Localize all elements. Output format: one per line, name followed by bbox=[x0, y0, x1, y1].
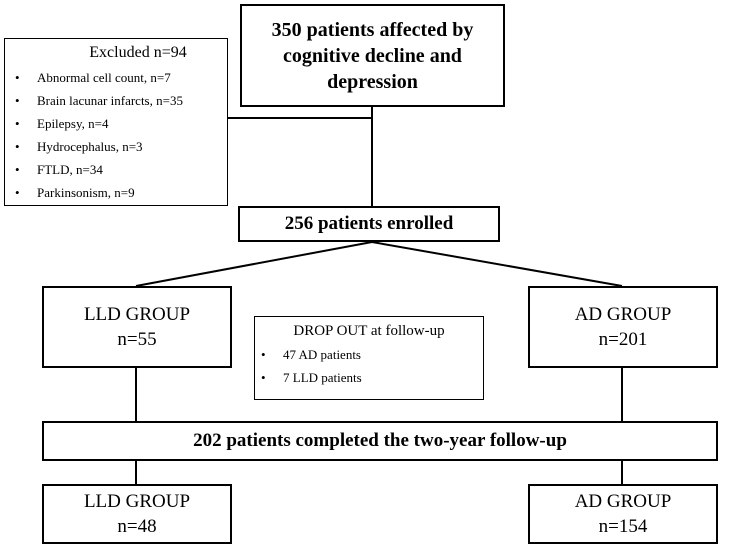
ad-followup-count: n=154 bbox=[598, 516, 648, 537]
excluded-item: FTLD, n=34 bbox=[15, 158, 221, 181]
lld-baseline-name: LLD GROUP bbox=[83, 304, 191, 325]
lld-followup-count: n=48 bbox=[117, 516, 157, 537]
lld-baseline-count: n=55 bbox=[117, 329, 157, 350]
ad-baseline-count: n=201 bbox=[598, 329, 648, 350]
ad-baseline-name: AD GROUP bbox=[574, 304, 672, 325]
dropout-title: DROP OUT at follow-up bbox=[293, 323, 445, 339]
lld-followup-box: LLD GROUP n=48 bbox=[42, 484, 232, 544]
excluded-item: Brain lacunar infarcts, n=35 bbox=[15, 89, 221, 112]
excluded-item: Abnormal cell count, n=7 bbox=[15, 66, 221, 89]
dropout-box: DROP OUT at follow-up 47 AD patients 7 L… bbox=[254, 316, 484, 400]
lld-baseline-box: LLD GROUP n=55 bbox=[42, 286, 232, 368]
initial-cohort-box: 350 patients affected by cognitive decli… bbox=[240, 4, 505, 107]
dropout-item: 47 AD patients bbox=[261, 343, 477, 366]
ad-followup-name: AD GROUP bbox=[574, 491, 672, 512]
excluded-list: Abnormal cell count, n=7 Brain lacunar i… bbox=[15, 66, 221, 204]
enrolled-label: 256 patients enrolled bbox=[284, 213, 454, 234]
connector-enrolled-to-ad bbox=[371, 241, 623, 287]
initial-line-3: depression bbox=[327, 70, 418, 93]
excluded-item: Parkinsonism, n=9 bbox=[15, 181, 221, 204]
excluded-item: Hydrocephalus, n=3 bbox=[15, 135, 221, 158]
connector-enrolled-to-lld bbox=[135, 241, 373, 287]
initial-line-1: 350 patients affected by bbox=[271, 18, 474, 41]
initial-line-2: cognitive decline and bbox=[283, 44, 462, 67]
ad-baseline-box: AD GROUP n=201 bbox=[528, 286, 718, 368]
excluded-title: Excluded n=94 bbox=[89, 44, 187, 61]
completed-box: 202 patients completed the two-year foll… bbox=[42, 421, 718, 461]
lld-followup-name: LLD GROUP bbox=[83, 491, 191, 512]
dropout-item: 7 LLD patients bbox=[261, 366, 477, 389]
excluded-box: Excluded n=94 Abnormal cell count, n=7 B… bbox=[4, 38, 228, 206]
completed-label: 202 patients completed the two-year foll… bbox=[193, 430, 567, 451]
excluded-item: Epilepsy, n=4 bbox=[15, 112, 221, 135]
dropout-list: 47 AD patients 7 LLD patients bbox=[261, 343, 477, 389]
ad-followup-box: AD GROUP n=154 bbox=[528, 484, 718, 544]
enrolled-box: 256 patients enrolled bbox=[238, 206, 500, 242]
